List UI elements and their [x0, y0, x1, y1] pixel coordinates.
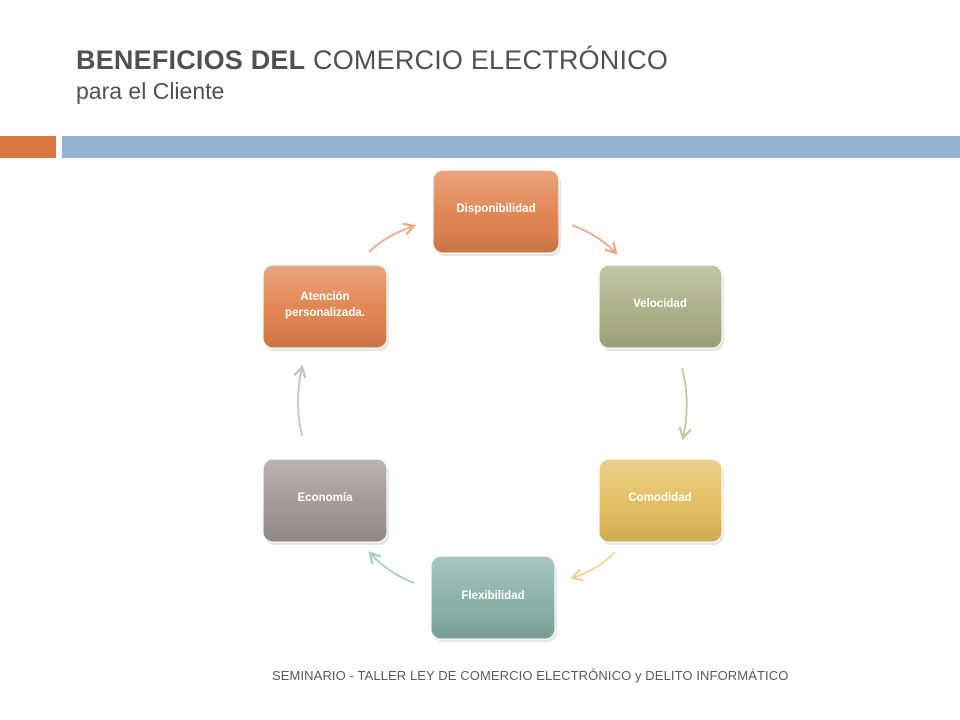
- title-bold-part: BENEFICIOS DEL: [76, 45, 306, 75]
- title-regular-part: COMERCIO ELECTRÓNICO: [313, 45, 669, 75]
- footer-text: SEMINARIO - TALLER LEY DE COMERCIO ELECT…: [272, 668, 789, 683]
- node-disponibilidad: Disponibilidad: [432, 169, 561, 256]
- arrow-disponibilidad-to-velocidad: [571, 224, 618, 255]
- arrow-flexibilidad-to-economia: [368, 551, 415, 584]
- arrow-economia-to-atencion: [293, 364, 307, 437]
- accent-bar-orange: [0, 136, 56, 158]
- node-label-atencion-line2: personalizada.: [285, 307, 365, 319]
- node-atencion-personalizada: Atención personalizada.: [262, 264, 389, 351]
- arrow-velocidad-to-comodidad: [678, 367, 692, 441]
- node-economia: Economía: [262, 458, 389, 545]
- node-velocidad: Velocidad: [598, 264, 724, 351]
- node-label-velocidad: Velocidad: [633, 298, 687, 310]
- node-label-comodidad: Comodidad: [628, 492, 691, 504]
- node-comodidad: Comodidad: [598, 458, 724, 545]
- title-main: BENEFICIOS DEL COMERCIO ELECTRÓNICO: [76, 44, 936, 76]
- slide-title: BENEFICIOS DEL COMERCIO ELECTRÓNICO para…: [76, 44, 936, 106]
- node-label-atencion-line1: Atención: [300, 291, 349, 303]
- arrow-comodidad-to-flexibilidad: [569, 551, 616, 582]
- title-subtitle: para el Cliente: [76, 78, 225, 105]
- node-label-disponibilidad: Disponibilidad: [456, 203, 535, 215]
- node-label-flexibilidad: Flexibilidad: [461, 590, 524, 602]
- node-label-economia: Economía: [298, 492, 354, 504]
- accent-bar-blue: [62, 136, 960, 158]
- arrow-atencion-to-disponibilidad: [368, 222, 417, 253]
- node-flexibilidad: Flexibilidad: [430, 555, 557, 642]
